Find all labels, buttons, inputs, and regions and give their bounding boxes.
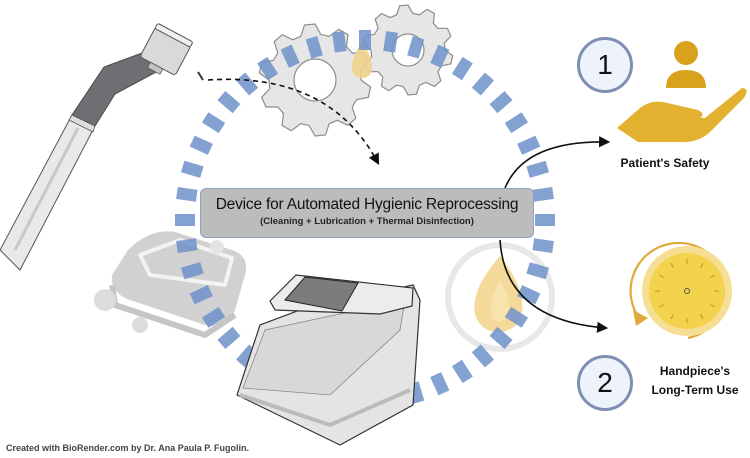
ring-dash <box>532 238 554 253</box>
ring-dash <box>217 91 241 114</box>
ring-dash <box>383 31 398 53</box>
clock-tick <box>659 304 664 308</box>
device-title: Device for Automated Hygienic Reprocessi… <box>215 196 519 213</box>
device-subtitle: (Cleaning + Lubrication + Thermal Disinf… <box>260 216 474 227</box>
clock-tick <box>710 304 715 308</box>
ring-dash <box>504 112 529 134</box>
ring-dash <box>489 326 513 349</box>
outcome-label-line: Handpiece's <box>659 364 731 378</box>
ring-dash <box>451 359 473 384</box>
flow-arrow-handpiece-to-device <box>207 78 380 165</box>
outcome-label-line: Long-Term Use <box>651 383 739 397</box>
ring-dash <box>517 135 541 155</box>
ring-dash <box>489 91 513 114</box>
credit-text: Created with BioRender.com by Dr. Ana Pa… <box>6 443 250 453</box>
ring-dash <box>181 262 204 280</box>
ring-dash <box>201 112 226 134</box>
ring-dash <box>517 285 541 305</box>
ring-dash <box>280 44 300 68</box>
ring-dash <box>217 326 241 349</box>
clock-cycle-icon <box>629 241 732 340</box>
ring-dash <box>257 56 279 81</box>
reprocessing-device-icon <box>236 274 421 446</box>
outcome-number-badge-1: 1 <box>577 37 633 93</box>
ring-dash <box>430 44 450 68</box>
ring-dash <box>526 160 549 178</box>
ring-dash <box>189 135 213 155</box>
ring-dash <box>176 187 198 202</box>
ring-dash <box>504 306 529 328</box>
ring-dash <box>430 372 450 396</box>
oil-drop-icon <box>352 42 372 78</box>
ring-dash <box>236 72 259 96</box>
ring-dash <box>532 187 554 202</box>
ring-dash <box>175 214 195 226</box>
ring-dash <box>471 72 494 96</box>
ring-dash <box>181 160 204 178</box>
flow-arrow-to-safety <box>504 136 611 189</box>
ring-dash <box>189 285 213 305</box>
ring-dash <box>451 56 473 81</box>
ring-dash <box>526 262 549 280</box>
hand-holding-person-icon <box>617 41 747 143</box>
ring-dash <box>535 214 555 226</box>
outcome-label-patient-safety: Patient's Safety <box>620 156 710 170</box>
outcome-label-long-term-use: Handpiece's Long-Term Use <box>640 362 750 400</box>
ring-dash <box>201 306 226 328</box>
cleaning-tray-icon <box>94 231 247 339</box>
device-title-box: Device for Automated Hygienic Reprocessi… <box>200 188 534 238</box>
clock-tick <box>700 263 704 268</box>
outcome-number-badge-2: 2 <box>577 355 633 411</box>
dental-handpiece-icon <box>0 23 204 271</box>
ring-dash <box>332 31 347 53</box>
clock-tick <box>670 263 674 268</box>
gears-icon <box>258 4 454 137</box>
ring-dash <box>176 238 198 253</box>
ring-dash <box>305 36 323 59</box>
clock-tick <box>670 314 674 319</box>
clock-tick <box>700 314 704 319</box>
clock-tick <box>659 274 664 278</box>
flow-arrow-to-longterm <box>499 239 609 333</box>
ring-dash <box>407 36 425 59</box>
clock-tick <box>710 274 715 278</box>
ring-dash <box>471 344 494 368</box>
ring-dash <box>359 30 371 50</box>
